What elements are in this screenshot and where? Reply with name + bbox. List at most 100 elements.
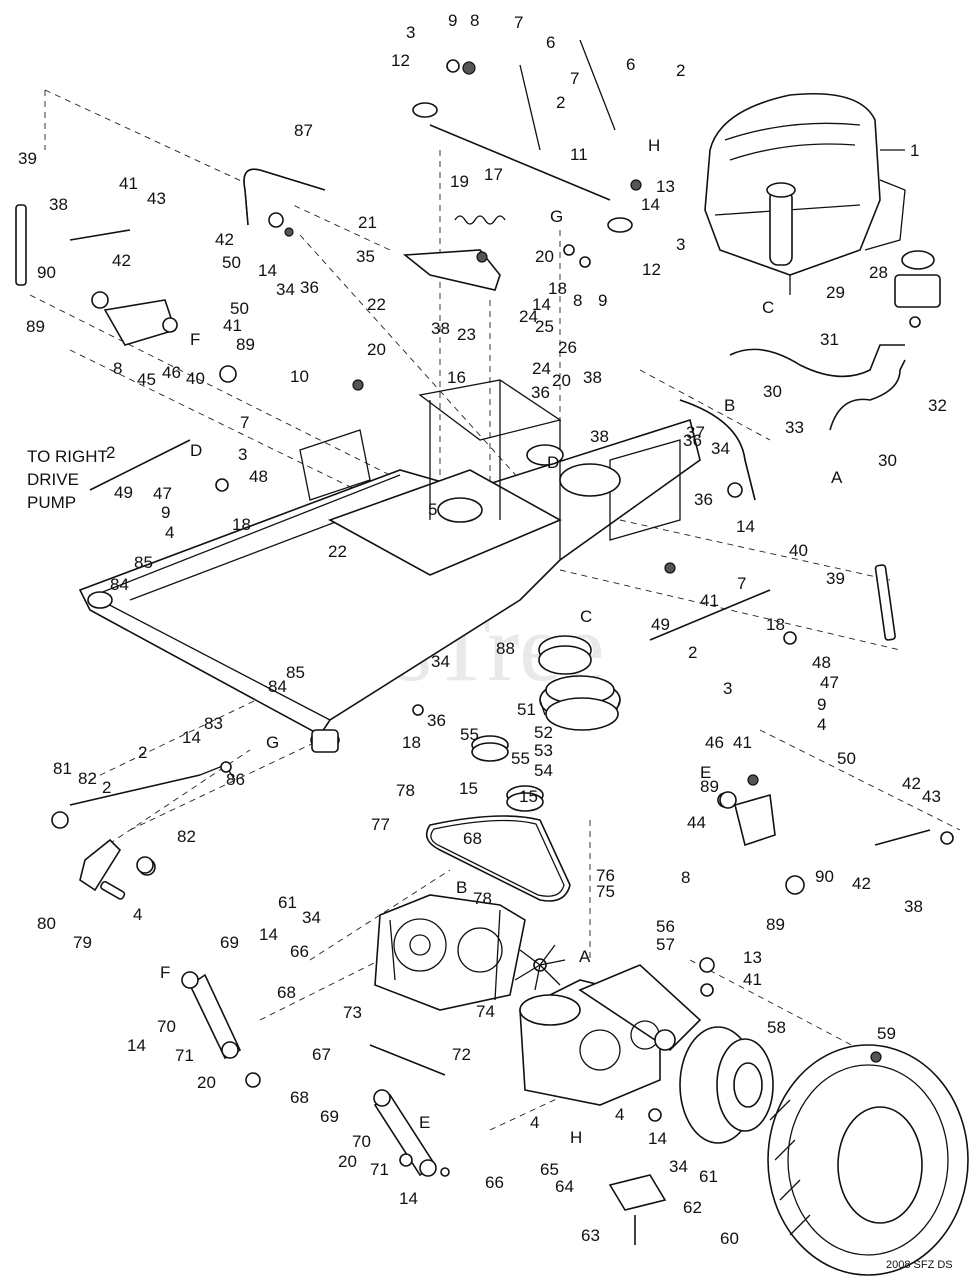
letter-g: G — [550, 207, 563, 226]
callout-29: 29 — [826, 283, 845, 302]
letter-f2: F — [160, 963, 170, 982]
alignment-lines — [29, 89, 961, 1131]
callout-49: 49 — [114, 483, 133, 502]
callout-34e: 34 — [669, 1157, 688, 1176]
callout-14h: 14 — [399, 1189, 418, 1208]
callout-36d: 36 — [694, 490, 713, 509]
callout-51: 51 — [517, 700, 536, 719]
callout-14d: 14 — [736, 517, 755, 536]
callout-18: 18 — [548, 279, 567, 298]
callout-14b: 14 — [532, 295, 551, 314]
callout-8c: 8 — [573, 291, 582, 310]
callout-82b: 82 — [177, 827, 196, 846]
callout-78: 78 — [396, 781, 415, 800]
callout-14g: 14 — [259, 925, 278, 944]
callout-6b: 6 — [626, 55, 635, 74]
callout-90b: 90 — [815, 867, 834, 886]
callout-12b: 12 — [642, 260, 661, 279]
callout-56: 56 — [656, 917, 675, 936]
callout-4b: 4 — [817, 715, 826, 734]
pto-clutch — [538, 635, 621, 731]
callout-44: 44 — [687, 813, 706, 832]
callout-11: 11 — [570, 145, 588, 164]
callout-40: 40 — [186, 369, 205, 388]
callout-38: 38 — [49, 195, 68, 214]
callout-20: 20 — [367, 340, 386, 359]
callout-6: 6 — [546, 33, 555, 52]
callout-3d: 3 — [723, 679, 732, 698]
callout-14i: 14 — [648, 1129, 667, 1148]
callout-89: 89 — [236, 335, 255, 354]
steering-levers — [243, 168, 756, 501]
callout-32: 32 — [928, 396, 947, 415]
callout-24: 24 — [519, 307, 538, 326]
callout-66b: 66 — [485, 1173, 504, 1192]
callout-53: 53 — [534, 741, 553, 760]
callout-36: 36 — [300, 278, 319, 297]
callout-7c: 7 — [240, 413, 249, 432]
callout-25: 25 — [535, 317, 554, 336]
hardware — [51, 59, 954, 1177]
idler-pulleys — [471, 735, 544, 812]
callout-30b: 30 — [878, 451, 897, 470]
callout-20c: 20 — [552, 371, 571, 390]
callout-34b: 34 — [711, 439, 730, 458]
callout-38d: 38 — [590, 427, 609, 446]
callout-41d: 41 — [733, 733, 752, 752]
drive-belt — [425, 815, 571, 902]
callout-16: 16 — [447, 368, 466, 387]
letter-d: D — [190, 441, 202, 460]
callout-55b: 55 — [511, 749, 530, 768]
callout-18d: 18 — [402, 733, 421, 752]
callout-73: 73 — [343, 1003, 362, 1022]
callout-45: 45 — [137, 370, 156, 389]
callout-3: 3 — [406, 23, 415, 42]
tire — [767, 1044, 969, 1276]
callout-57: 57 — [656, 935, 675, 954]
letter-f: F — [190, 330, 200, 349]
callout-4c: 4 — [133, 905, 142, 924]
callout-72: 72 — [452, 1045, 471, 1064]
callout-23: 23 — [457, 325, 476, 344]
letter-h: H — [648, 136, 660, 155]
callout-14f: 14 — [127, 1036, 146, 1055]
callout-58: 58 — [767, 1018, 786, 1037]
callout-61b: 61 — [699, 1167, 718, 1186]
callout-36e: 36 — [427, 711, 446, 730]
callout-60: 60 — [720, 1229, 739, 1248]
chassis-frame — [78, 379, 701, 753]
callout-46: 46 — [162, 363, 181, 382]
letter-h2: H — [570, 1128, 582, 1147]
callout-86: 86 — [226, 770, 245, 789]
callout-31: 31 — [820, 330, 839, 349]
callout-8b: 8 — [113, 359, 122, 378]
callouts: 1 2 2 2 2 2 2 3 3 3 3 4 4 4 4 4 5 6 6 7 … — [18, 11, 947, 1248]
wheel-rim — [679, 1026, 774, 1144]
callout-9c: 9 — [161, 503, 170, 522]
callout-66: 66 — [290, 942, 309, 961]
callout-36c: 36 — [683, 431, 702, 450]
callout-41e: 41 — [743, 970, 762, 989]
callout-38c: 38 — [583, 368, 602, 387]
svg-text:TO RIGHT: TO RIGHT — [27, 447, 108, 466]
footer-code: 2008 SFZ DS — [886, 1259, 953, 1271]
callout-14e: 14 — [182, 728, 201, 747]
callout-88: 88 — [496, 639, 515, 658]
callout-34d: 34 — [302, 908, 321, 927]
callout-35: 35 — [356, 247, 375, 266]
letter-b2: B — [456, 878, 467, 897]
fuel-lines — [729, 344, 906, 431]
callout-20e: 20 — [338, 1152, 357, 1171]
callout-48b: 48 — [812, 653, 831, 672]
callout-9b: 9 — [598, 291, 607, 310]
callout-43b: 43 — [922, 787, 941, 806]
callout-82: 82 — [78, 769, 97, 788]
callout-20d: 20 — [197, 1073, 216, 1092]
svg-text:DRIVE: DRIVE — [27, 470, 79, 489]
letter-e: E — [700, 763, 711, 782]
callout-42c: 42 — [902, 774, 921, 793]
callout-50c: 50 — [837, 749, 856, 768]
callout-80: 80 — [37, 914, 56, 933]
callout-20b: 20 — [535, 247, 554, 266]
